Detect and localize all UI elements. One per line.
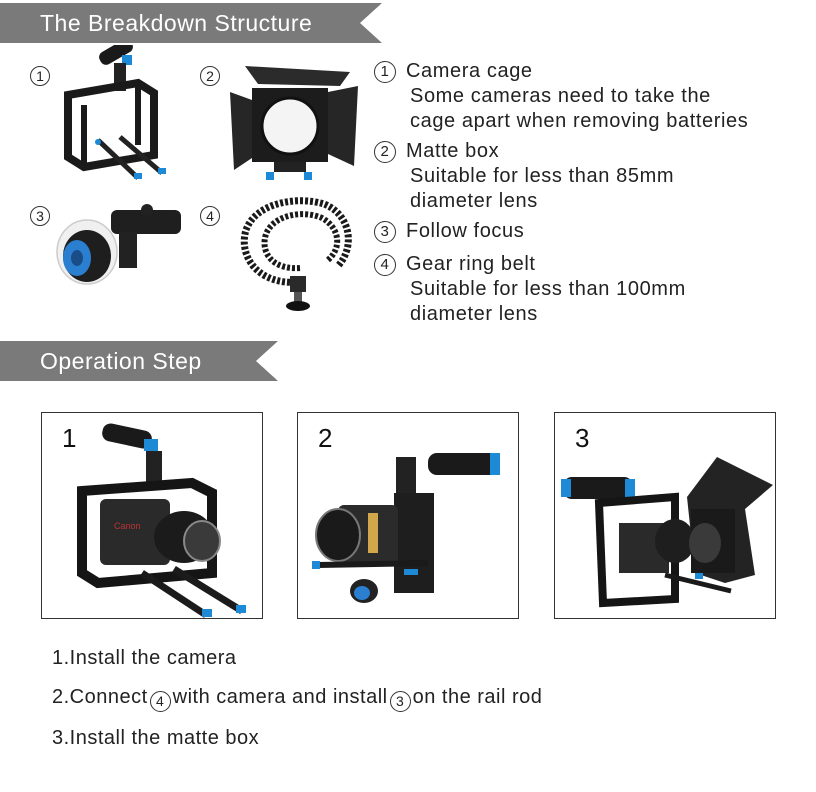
step-3-text: 3.Install the matte box <box>52 727 260 749</box>
breakdown-structure-banner: The Breakdown Structure <box>0 3 382 43</box>
part-name-2: Matte box <box>406 140 500 162</box>
part-description-1: 1 Camera cage Some cameras need to take t… <box>374 59 748 134</box>
frame-number-1: 1 <box>62 423 77 453</box>
step-2-text-a: 2.Connect <box>52 686 148 708</box>
part-number-3: 3 <box>30 206 50 226</box>
part-note-2b: diameter lens <box>410 190 538 212</box>
part-note-2a: Suitable for less than 85mm <box>410 165 675 187</box>
operation-frame-1: 1 Canon <box>41 412 263 619</box>
frame-number-2: 2 <box>318 423 333 453</box>
operation-step-banner: Operation Step <box>0 341 278 381</box>
breakdown-title: The Breakdown Structure <box>40 9 313 36</box>
step-2-circle-4: 4 <box>149 690 171 712</box>
step-3: 3.Install the matte box <box>52 727 259 750</box>
part-number-1: 1 <box>30 66 50 86</box>
part-note-1a: Some cameras need to take the <box>410 85 711 107</box>
step-2-text-c: on the rail rod <box>412 686 543 708</box>
operation-frame-3: 3 <box>554 412 776 619</box>
part-name-4: Gear ring belt <box>406 253 536 275</box>
camera-in-cage-illustration: Canon <box>77 423 246 618</box>
step-1: 1.Install the camera <box>52 647 237 670</box>
part-number-2: 2 <box>200 66 220 86</box>
camera-cage-icon <box>64 45 166 180</box>
part-name-3: Follow focus <box>406 220 525 242</box>
step-2-text-b: with camera and install <box>172 686 388 708</box>
svg-text:Canon: Canon <box>114 521 141 531</box>
operation-title: Operation Step <box>40 347 202 374</box>
gear-ring-belt-icon <box>240 197 352 311</box>
operation-frame-2: 2 <box>297 412 519 619</box>
part-number-4: 4 <box>200 206 220 226</box>
part-description-2: 2 Matte box Suitable for less than 85mm d… <box>374 139 674 214</box>
desc-number-3: 3 <box>374 220 396 243</box>
part-name-1: Camera cage <box>406 60 533 82</box>
desc-number-4: 4 <box>374 253 396 276</box>
part-note-1b: cage apart when removing batteries <box>410 110 749 132</box>
matte-box-icon <box>230 66 358 180</box>
desc-number-1: 1 <box>374 60 396 83</box>
part-description-3: 3 Follow focus <box>374 219 524 244</box>
desc-number-2: 2 <box>374 140 396 163</box>
follow-focus-icon <box>56 204 181 285</box>
step-2-circle-3: 3 <box>389 690 411 712</box>
step-1-text: 1.Install the camera <box>52 647 237 669</box>
part-note-4b: diameter lens <box>410 303 538 325</box>
part-note-4a: Suitable for less than 100mm <box>410 278 686 300</box>
part-description-4: 4 Gear ring belt Suitable for less than 1… <box>374 252 686 327</box>
frame-number-3: 3 <box>575 423 590 453</box>
follow-focus-installed-illustration <box>312 453 500 603</box>
matte-box-installed-illustration <box>561 457 773 608</box>
